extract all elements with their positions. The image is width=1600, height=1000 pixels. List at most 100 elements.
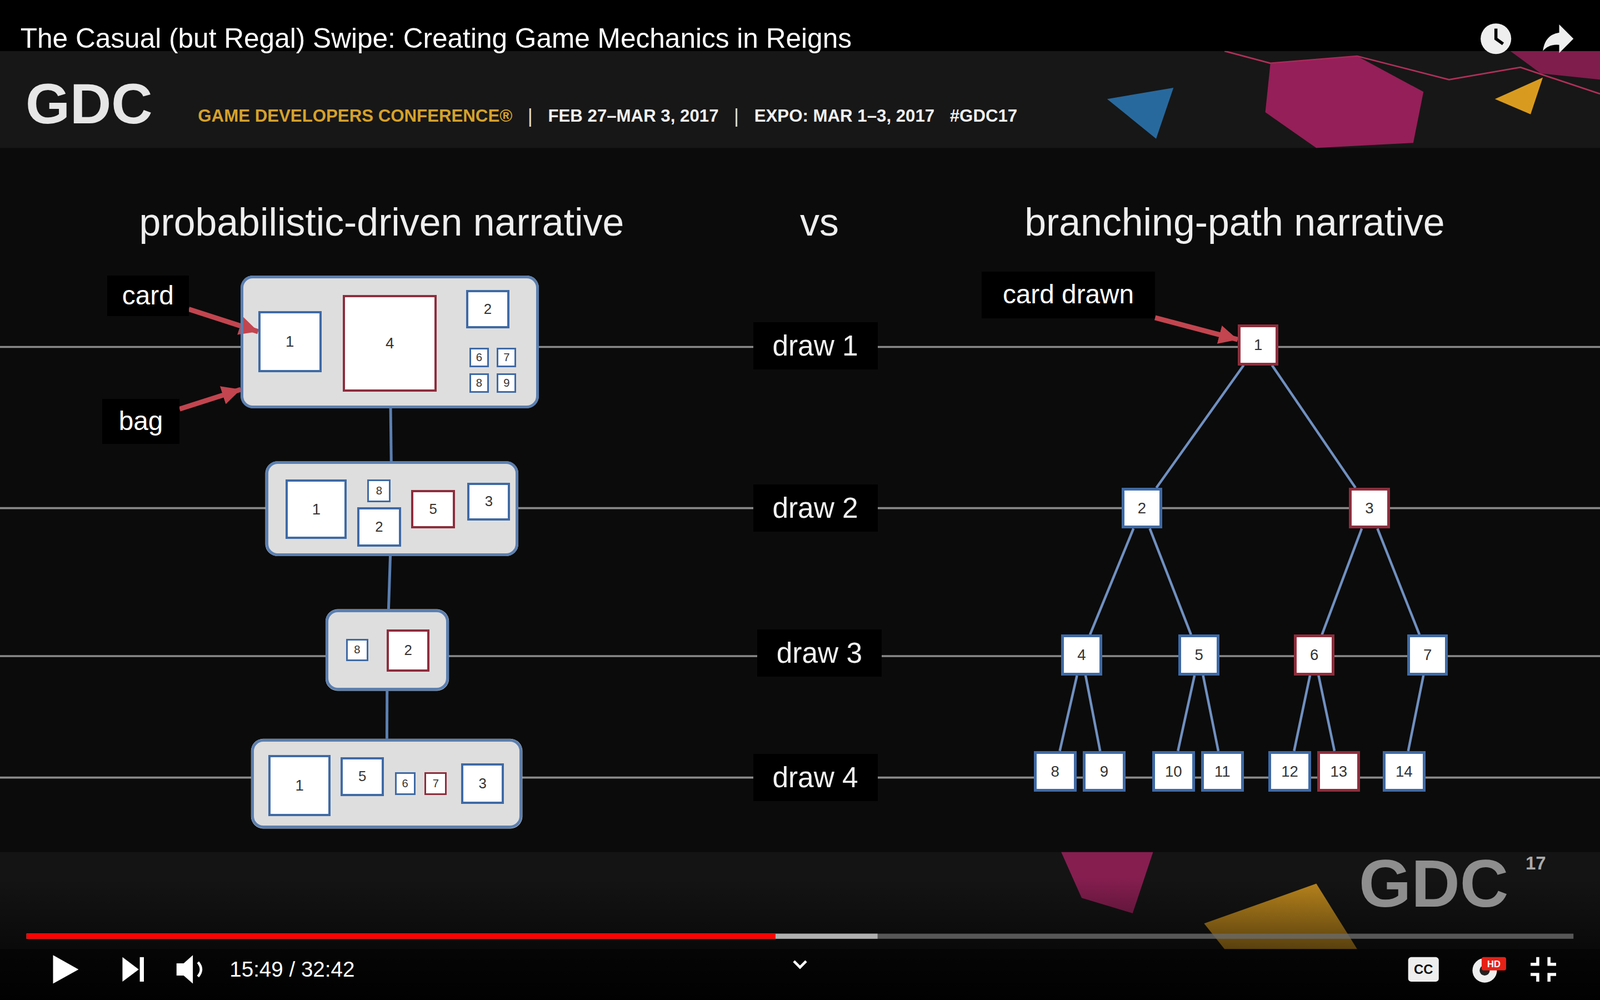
tree-branch <box>1090 528 1134 635</box>
card-number: 5 <box>429 501 438 518</box>
tree-card: 1 <box>1237 324 1279 365</box>
bag-fill <box>325 609 449 692</box>
next-icon-bar <box>140 957 144 982</box>
decor-shape <box>1510 51 1600 80</box>
card-number: 9 <box>503 376 510 390</box>
bag-link <box>390 408 392 462</box>
callout-box: card drawn <box>981 271 1155 319</box>
card-number: 5 <box>358 768 367 785</box>
card: 4 <box>342 295 437 392</box>
card: 2 <box>466 290 509 329</box>
card-number: 2 <box>375 518 383 536</box>
tree-branch <box>1293 675 1310 752</box>
card: 2 <box>386 629 430 672</box>
draw-label-box: draw 4 <box>753 753 878 801</box>
video-title: The Casual (but Regal) Swipe: Creating G… <box>20 22 852 55</box>
card-bag: 1 5 6 7 3 <box>251 738 523 829</box>
conference-name: GAME DEVELOPERS CONFERENCE® <box>197 106 513 127</box>
progress-track <box>26 933 1574 939</box>
card-number: 9 <box>1100 762 1109 781</box>
card: 1 <box>258 311 322 373</box>
card: 3 <box>461 763 504 804</box>
card: 5 <box>340 757 384 797</box>
card-number: 7 <box>503 351 510 364</box>
card-number: 3 <box>1365 499 1374 518</box>
decor-shape <box>1107 87 1174 139</box>
decor-shape <box>1265 56 1424 148</box>
conference-dates: FEB 27–MAR 3, 2017 <box>547 106 719 127</box>
card-number: 2 <box>404 642 413 659</box>
slide-heading: probabilistic-driven narrative <box>139 200 625 245</box>
tree-branch <box>1377 528 1420 635</box>
tree-branch <box>1318 675 1335 752</box>
tree-card: 12 <box>1268 751 1312 792</box>
card-bag: 18253 <box>265 461 519 557</box>
bag-fill <box>240 275 539 409</box>
tree-branch <box>1272 365 1356 488</box>
slide-heading: branching-path narrative <box>1024 200 1445 245</box>
progress-buffered <box>26 933 878 939</box>
bag-fill <box>265 461 519 557</box>
tree-branch <box>1203 675 1219 752</box>
callout-text: draw 4 <box>772 761 858 794</box>
card-number: 13 <box>1330 762 1348 781</box>
card: 9 <box>496 373 517 393</box>
card: 1 <box>285 479 347 539</box>
callout-arrow <box>188 308 259 332</box>
card: 2 <box>357 507 402 548</box>
hd-badge: HD <box>1487 958 1501 969</box>
card: 3 <box>467 482 510 521</box>
tree-card: 10 <box>1152 751 1195 792</box>
card-number: 12 <box>1281 762 1299 781</box>
card-number: 1 <box>295 776 304 795</box>
card-number: 5 <box>1194 646 1203 664</box>
card-number: 2 <box>483 301 492 318</box>
tree-branch <box>1408 675 1424 752</box>
card: 8 <box>346 638 369 662</box>
tree-card: 13 <box>1317 751 1360 792</box>
hd-badge-bg <box>1481 957 1507 971</box>
card-number: 6 <box>402 777 409 790</box>
card: 5 <box>411 490 455 529</box>
draw-label-box: draw 2 <box>753 484 878 532</box>
card-number: 11 <box>1214 762 1231 781</box>
tree-branch <box>1085 675 1100 752</box>
tree-card: 11 <box>1201 751 1244 792</box>
bag-link <box>388 556 390 610</box>
card-number: 1 <box>285 332 294 351</box>
card: 7 <box>496 347 517 368</box>
card-number: 8 <box>476 376 483 390</box>
card: 7 <box>424 772 447 795</box>
callout-text: draw 2 <box>772 491 858 525</box>
card: 6 <box>469 347 489 368</box>
card-number: 10 <box>1165 762 1183 781</box>
card-number: 8 <box>353 643 360 657</box>
time-display: 15:49 / 32:42 <box>229 957 355 982</box>
separator: | <box>733 105 739 128</box>
card-number: 8 <box>1051 762 1060 781</box>
tree-branch <box>1177 675 1195 752</box>
share-icon <box>1542 24 1574 53</box>
progress-played <box>26 933 776 939</box>
conference-logo: GDC <box>25 71 153 137</box>
callout-box: bag <box>102 398 180 444</box>
bag-fill <box>251 738 523 829</box>
decor-shape <box>1495 77 1543 115</box>
clock-hands <box>1496 28 1504 44</box>
card-number: 4 <box>1077 646 1086 664</box>
card-number: 1 <box>1253 336 1263 354</box>
callout-text: card drawn <box>1002 279 1134 310</box>
callout-box: card <box>107 275 189 317</box>
card-number: 3 <box>478 775 487 793</box>
card-number: 4 <box>385 334 394 353</box>
cc-icon-text: CC <box>1413 961 1433 977</box>
bag-link <box>385 690 389 739</box>
hashtag: #GDC17 <box>950 106 1018 127</box>
play-icon <box>53 955 79 984</box>
tree-card: 6 <box>1293 634 1335 675</box>
card: 6 <box>395 772 416 795</box>
card-number: 7 <box>1423 646 1432 664</box>
separator: | <box>527 105 533 128</box>
callout-text: bag <box>118 406 164 437</box>
expo-dates: EXPO: MAR 1–3, 2017 <box>754 106 935 127</box>
